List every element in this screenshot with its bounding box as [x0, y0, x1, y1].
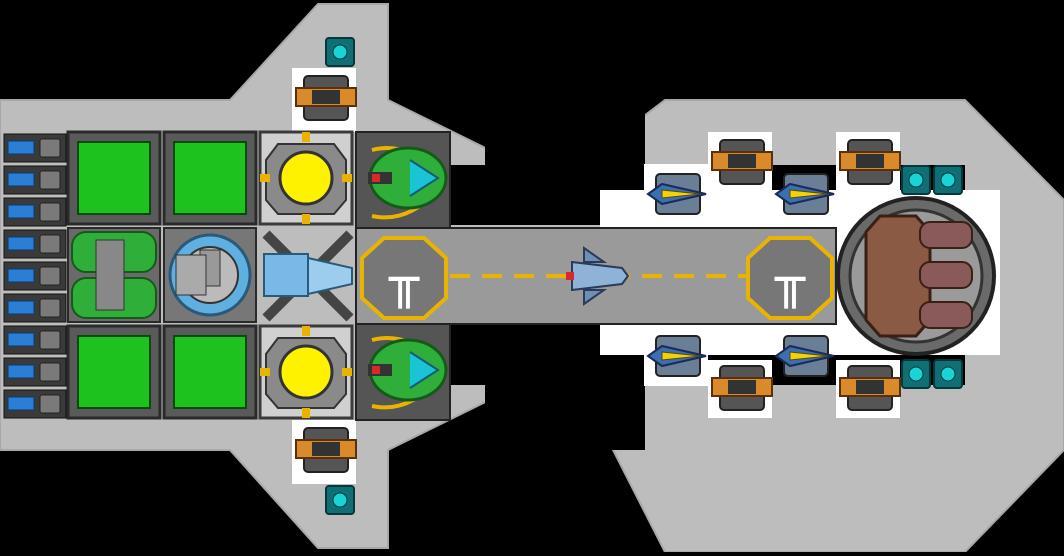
- fighter-ship-icon[interactable]: [566, 246, 630, 306]
- turret-icon[interactable]: [355, 323, 451, 421]
- missile-launcher-icon[interactable]: [774, 173, 835, 215]
- fuel-tank-icon[interactable]: [162, 130, 258, 226]
- sensor-node-icon: [933, 359, 963, 389]
- sensor-node-icon: [901, 359, 931, 389]
- engine-icon[interactable]: [67, 227, 257, 323]
- battery-icon[interactable]: [3, 293, 67, 323]
- fuel-tank-icon[interactable]: [66, 324, 162, 420]
- battery-icon[interactable]: [3, 325, 67, 355]
- turret-icon[interactable]: [711, 365, 773, 411]
- landing-pad-label: ╥: [774, 250, 806, 309]
- landing-pad-icon[interactable]: ╥: [746, 236, 834, 320]
- turret-icon[interactable]: [295, 427, 357, 473]
- fuel-tank-icon[interactable]: [66, 130, 162, 226]
- missile-launcher-icon[interactable]: [774, 335, 835, 377]
- battery-icon[interactable]: [3, 197, 67, 227]
- fuel-tanks: [66, 130, 258, 420]
- missile-launcher-icon[interactable]: [646, 173, 707, 215]
- turret-icon[interactable]: [839, 365, 901, 411]
- landing-pad-label: ╥: [388, 250, 420, 309]
- battery-bank: [3, 133, 67, 419]
- sensor-node-icon: [933, 165, 963, 195]
- sensor-node-icon: [325, 37, 355, 67]
- battery-icon[interactable]: [3, 133, 67, 163]
- sensor-node-icon: [901, 165, 931, 195]
- battery-icon[interactable]: [3, 229, 67, 259]
- turret-icon[interactable]: [355, 131, 451, 229]
- drill-icon[interactable]: [262, 230, 354, 322]
- landing-pad-icon[interactable]: ╥: [360, 236, 448, 320]
- missile-launcher-icon[interactable]: [646, 335, 707, 377]
- sensor-node-icon: [325, 485, 355, 515]
- battery-icon[interactable]: [3, 389, 67, 419]
- turret-icon[interactable]: [839, 139, 901, 185]
- turret-icon[interactable]: [711, 139, 773, 185]
- fuel-tank-icon[interactable]: [162, 324, 258, 420]
- reactor-icon[interactable]: [258, 324, 354, 420]
- reactor-icon[interactable]: [258, 130, 354, 226]
- battery-icon[interactable]: [3, 165, 67, 195]
- turret-icon[interactable]: [295, 75, 357, 121]
- battery-icon[interactable]: [3, 261, 67, 291]
- heavy-cannon-icon[interactable]: [836, 196, 996, 356]
- battery-icon[interactable]: [3, 357, 67, 387]
